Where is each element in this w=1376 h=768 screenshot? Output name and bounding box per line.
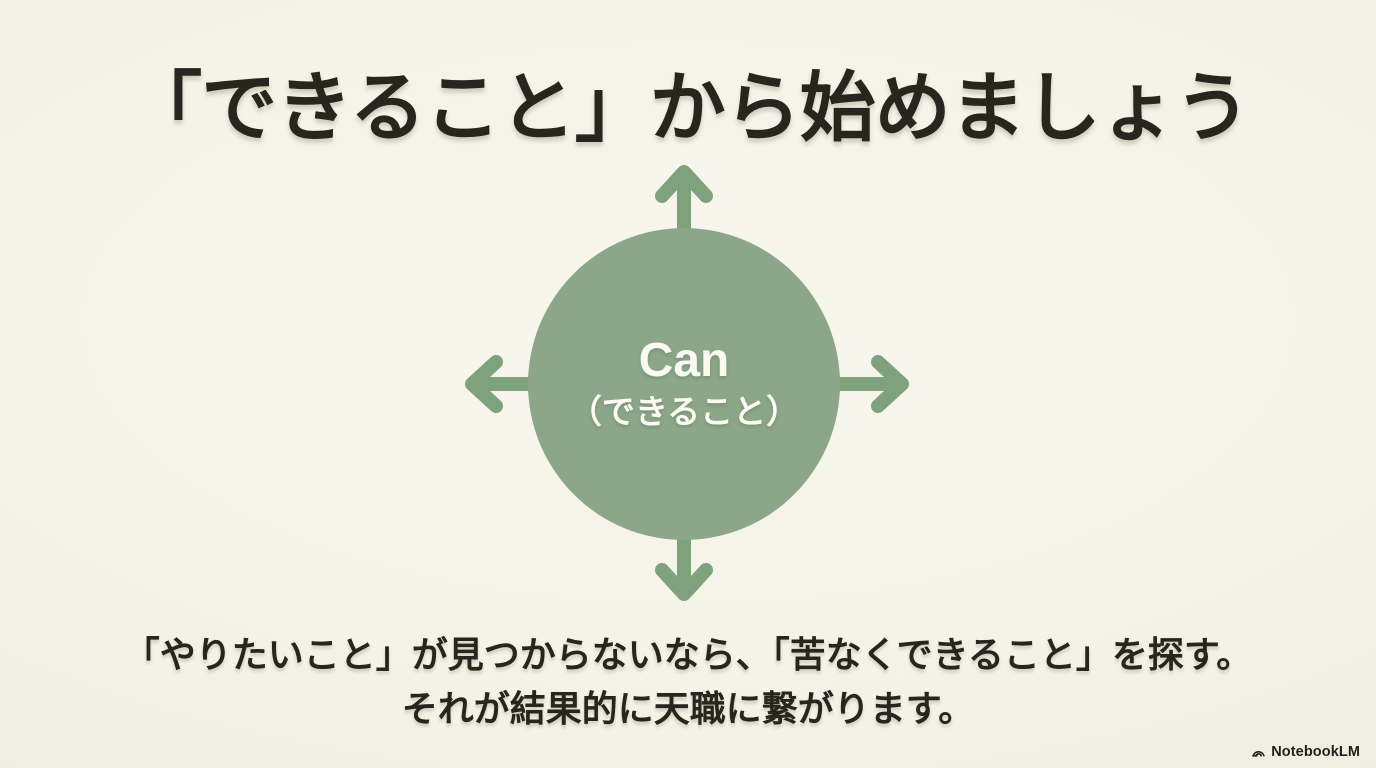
notebooklm-brand-text: NotebookLM: [1271, 744, 1360, 760]
arrow-right-icon: [831, 355, 909, 413]
notebooklm-watermark: NotebookLM: [1251, 744, 1360, 760]
caption-line-2: それが結果的に天職に繋がります。: [401, 688, 975, 729]
diagram-arrows: [465, 165, 909, 601]
circle-sub-label: （できること）: [568, 393, 800, 431]
caption-line-1: 「やりたいこと」が見つからないなら、「苦なくできること」を探す。: [123, 634, 1253, 675]
page-title: 「できること」から始めましょう: [126, 66, 1250, 151]
circle-main-label: Can: [638, 334, 730, 387]
arrow-down-icon: [655, 531, 713, 601]
caption: 「やりたいこと」が見つからないなら、「苦なくできること」を探す。 それが結果的に…: [0, 628, 1376, 736]
notebooklm-logo-icon: [1251, 745, 1266, 760]
center-circle: Can （できること）: [528, 228, 840, 540]
arrow-up-icon: [655, 165, 713, 239]
arrow-left-icon: [465, 355, 537, 413]
can-diagram: Can （できること）: [438, 140, 943, 612]
